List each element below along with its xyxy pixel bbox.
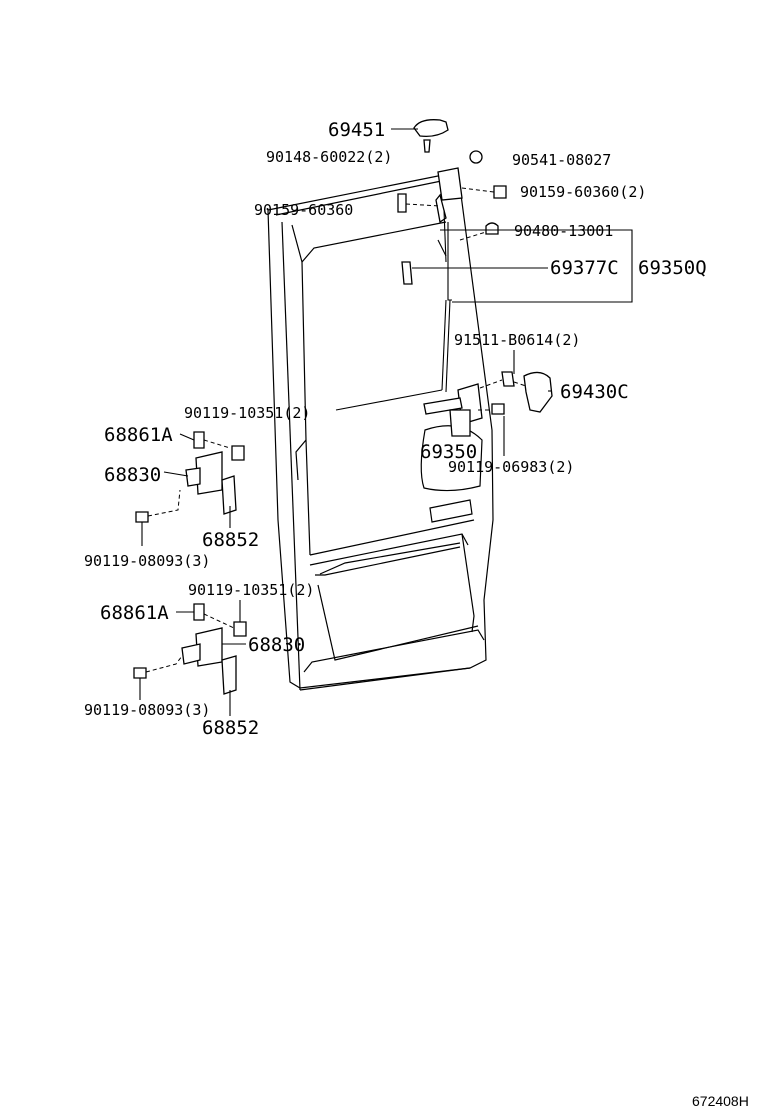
label-90119-08093-a: 90119-08093(3) (84, 552, 210, 570)
label-68830-a: 68830 (104, 464, 161, 486)
label-68861A-a: 68861A (104, 424, 173, 446)
label-68861A-b: 68861A (100, 602, 169, 624)
label-90119-06983: 90119-06983(2) (448, 458, 574, 476)
label-69430C: 69430C (560, 381, 629, 403)
label-90148-60022: 90148-60022(2) (266, 148, 392, 166)
label-69377C: 69377C (550, 257, 619, 279)
part-labels: 69451 90148-60022(2) 90541-08027 90159-6… (84, 119, 707, 739)
label-69451: 69451 (328, 119, 385, 141)
label-90159-60360-2: 90159-60360(2) (520, 183, 646, 201)
label-90119-10351-a: 90119-10351(2) (184, 404, 310, 422)
label-68852-a: 68852 (202, 529, 259, 551)
upper-hinge (135, 431, 245, 523)
label-90541-08027: 90541-08027 (512, 151, 611, 169)
label-68852-b: 68852 (202, 717, 259, 739)
label-90119-10351-b: 90119-10351(2) (188, 581, 314, 599)
lower-lock-assembly (423, 299, 553, 437)
leader-lines (139, 128, 633, 716)
label-90119-08093-b: 90119-08093(3) (84, 701, 210, 719)
label-69350: 69350 (420, 441, 477, 463)
upper-lock-assembly (397, 119, 507, 301)
label-69350Q: 69350Q (638, 257, 707, 279)
label-68830-b: 68830 (248, 634, 305, 656)
reference-code: 672408H (692, 1093, 749, 1109)
label-90159-60360: 90159-60360 (254, 201, 353, 219)
lower-hinge (133, 603, 247, 695)
label-90480-13001: 90480-13001 (514, 222, 613, 240)
label-91511-B0614: 91511-B0614(2) (454, 331, 580, 349)
